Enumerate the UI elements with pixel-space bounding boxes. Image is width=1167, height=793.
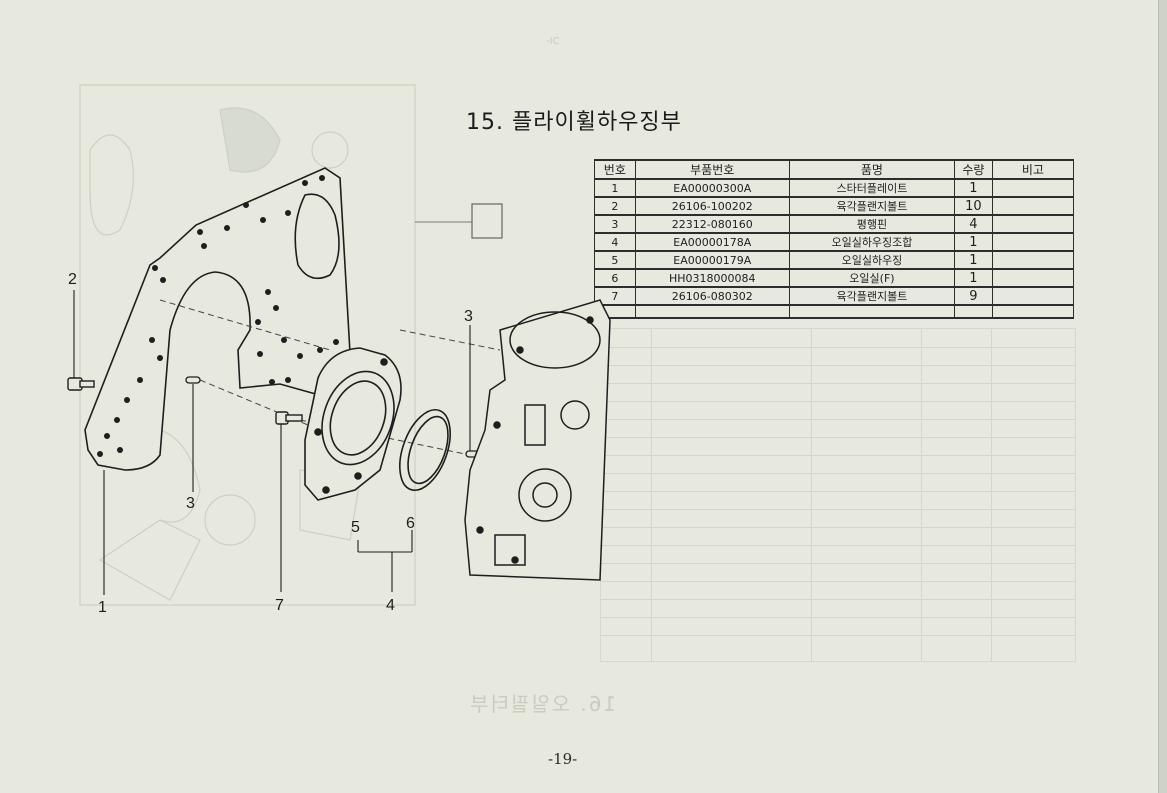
bleed-through-drawing: [79, 84, 416, 606]
table-row-empty: [594, 305, 1075, 319]
callout-6: 6: [406, 515, 415, 532]
row-part-number: 26106-100202: [634, 197, 790, 216]
row-note: [991, 197, 1075, 216]
row-part-number: 22312-080160: [634, 215, 790, 234]
callout-2: 2: [68, 271, 77, 288]
row-part-name: 스타터플레이트: [788, 179, 956, 198]
row-note: [991, 269, 1075, 288]
table-row: 2 26106-100202 육각플랜지볼트 10: [594, 197, 1075, 216]
header-no: 번호: [594, 159, 636, 180]
section-title: 15. 플라이휠하우징부: [466, 110, 682, 135]
row-part-name: 평행핀: [788, 215, 956, 234]
callout-3b: 3: [464, 308, 473, 325]
bleed-through-title: 16. 오일필터부: [468, 692, 617, 716]
row-part-number: EA00000178A: [634, 233, 790, 252]
parts-table: 번호 부품번호 품명 수량 비고 1 EA00000300A 스타터플레이트 1…: [594, 159, 1075, 319]
header-note: 비고: [991, 159, 1075, 180]
row-part-name: 오일실(F): [788, 269, 956, 288]
row-part-number: HH0318000084: [634, 269, 790, 288]
table-row: 7 26106-080302 육각플랜지볼트 9: [594, 287, 1075, 306]
parts-table-header: 번호 부품번호 품명 수량 비고: [594, 159, 1075, 180]
row-part-number: EA00000179A: [634, 251, 790, 270]
flange-bolt-2: [67, 377, 95, 391]
reference-box: [415, 203, 503, 239]
bleed-through-table: [600, 328, 1076, 662]
table-row: 5 EA00000179A 오일실하우징 1: [594, 251, 1075, 270]
row-part-name: 오일실하우징: [788, 251, 956, 270]
bleed-through-mark: -IC: [546, 36, 560, 47]
callout-1: 1: [98, 599, 107, 616]
starter-plate: [84, 167, 353, 471]
header-part-name: 품명: [788, 159, 956, 180]
page-number: -19-: [548, 750, 578, 768]
row-note: [991, 251, 1075, 270]
row-part-number: EA00000300A: [634, 179, 790, 198]
header-part-number: 부품번호: [634, 159, 790, 180]
row-note: [991, 215, 1075, 234]
callout-3a: 3: [186, 495, 195, 512]
flange-bolt-7: [275, 411, 303, 425]
table-row: 3 22312-080160 평행핀 4: [594, 215, 1075, 234]
row-note: [991, 287, 1075, 306]
oil-seal-housing: [304, 347, 402, 501]
table-row: 6 HH0318000084 오일실(F) 1: [594, 269, 1075, 288]
row-note: [991, 179, 1075, 198]
table-row: 4 EA00000178A 오일실하우징조합 1: [594, 233, 1075, 252]
leader-lines: [73, 290, 471, 595]
table-row: 1 EA00000300A 스타터플레이트 1: [594, 179, 1075, 198]
row-part-name: 오일실하우징조합: [788, 233, 956, 252]
callout-5: 5: [351, 519, 360, 536]
row-part-name: 육각플랜지볼트: [788, 197, 956, 216]
page-edge: [1158, 0, 1167, 793]
row-part-name: 육각플랜지볼트: [788, 287, 956, 306]
callout-4: 4: [386, 597, 395, 614]
engine-block: [464, 299, 611, 581]
callout-7: 7: [275, 597, 284, 614]
oil-seal: [399, 409, 451, 491]
alignment-lines: [159, 299, 501, 456]
row-note: [991, 233, 1075, 252]
